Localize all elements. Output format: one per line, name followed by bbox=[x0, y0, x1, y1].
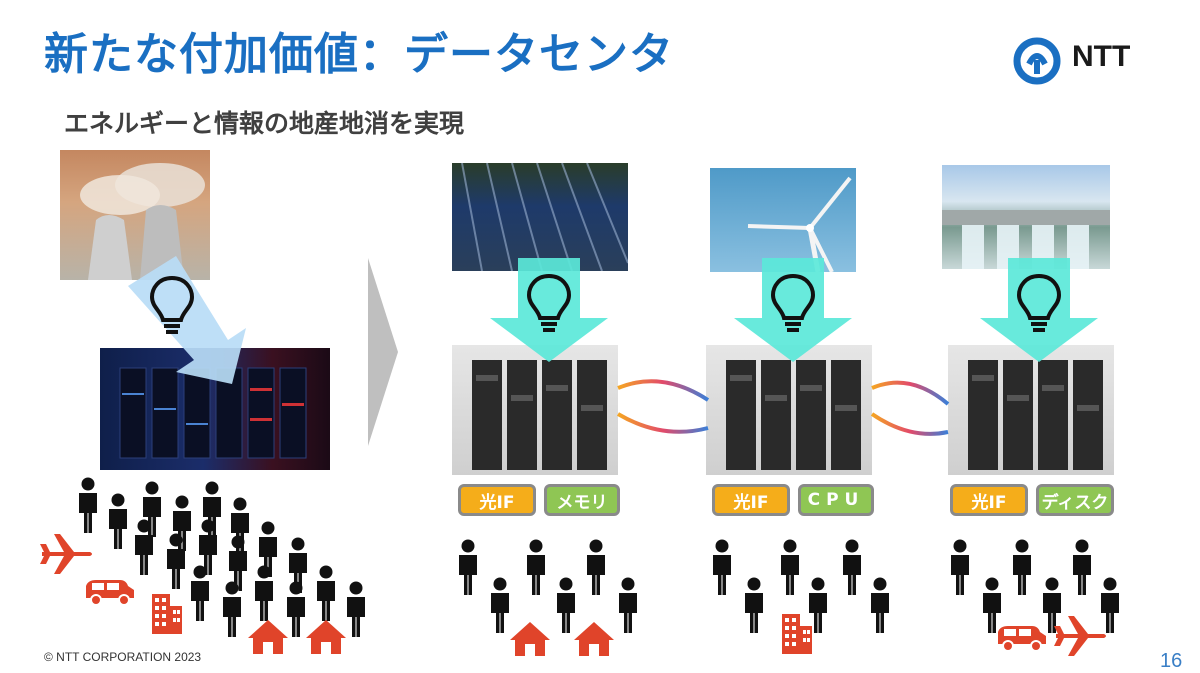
car-icon bbox=[85, 579, 135, 606]
optical-if-label: 光IF bbox=[458, 484, 536, 516]
site-2-capabilities: 光IF CPU bbox=[712, 484, 874, 516]
site-3-capabilities: 光IF ディスク bbox=[950, 484, 1114, 516]
optical-if-label: 光IF bbox=[712, 484, 790, 516]
server-rack-photo-3 bbox=[948, 345, 1114, 475]
crowd-left bbox=[79, 477, 365, 637]
datacenter-photo-left bbox=[100, 348, 330, 470]
dam-photo bbox=[942, 165, 1110, 269]
optical-link bbox=[870, 412, 949, 436]
solar-panel-photo bbox=[452, 163, 628, 271]
disk-label: ディスク bbox=[1036, 484, 1114, 516]
house-icon bbox=[510, 622, 550, 656]
optical-link bbox=[617, 379, 710, 402]
server-rack-photo-2 bbox=[706, 345, 872, 475]
optical-link bbox=[616, 412, 709, 434]
transition-chevron-icon bbox=[368, 258, 398, 446]
logo-text: NTT bbox=[1072, 40, 1131, 73]
energy-flow-arrow-left bbox=[128, 256, 246, 384]
copyright-footer: © NTT CORPORATION 2023 bbox=[44, 650, 202, 664]
page-number: 16 bbox=[1160, 650, 1183, 672]
crowd-site-1 bbox=[459, 539, 637, 633]
optical-if-label: 光IF bbox=[950, 484, 1028, 516]
energy-flow-arrow-site-1 bbox=[490, 258, 608, 362]
server-rack-photo-1 bbox=[452, 345, 618, 475]
house-icon bbox=[248, 620, 288, 654]
crowd-site-3 bbox=[951, 539, 1119, 633]
site-1-capabilities: 光IF メモリ bbox=[458, 484, 620, 516]
building-icon bbox=[152, 594, 182, 634]
building-icon bbox=[782, 614, 812, 654]
cpu-label: CPU bbox=[798, 484, 874, 516]
slide-title: 新たな付加価値：データセンタ bbox=[44, 29, 674, 80]
memory-label: メモリ bbox=[544, 484, 620, 516]
airplane-icon bbox=[40, 534, 92, 574]
optical-link bbox=[871, 380, 950, 406]
ntt-logo-icon bbox=[1013, 37, 1061, 85]
airplane-icon bbox=[1054, 616, 1106, 656]
nuclear-plant-photo bbox=[60, 150, 210, 280]
crowd-site-2 bbox=[713, 539, 889, 633]
house-icon bbox=[574, 622, 614, 656]
house-icon bbox=[306, 620, 346, 654]
energy-flow-arrow-site-2 bbox=[734, 258, 852, 362]
energy-flow-arrow-site-3 bbox=[980, 258, 1098, 362]
slide-subtitle: エネルギーと情報の地産地消を実現 bbox=[64, 109, 465, 138]
car-icon bbox=[997, 625, 1047, 652]
wind-turbine-photo bbox=[710, 168, 856, 272]
